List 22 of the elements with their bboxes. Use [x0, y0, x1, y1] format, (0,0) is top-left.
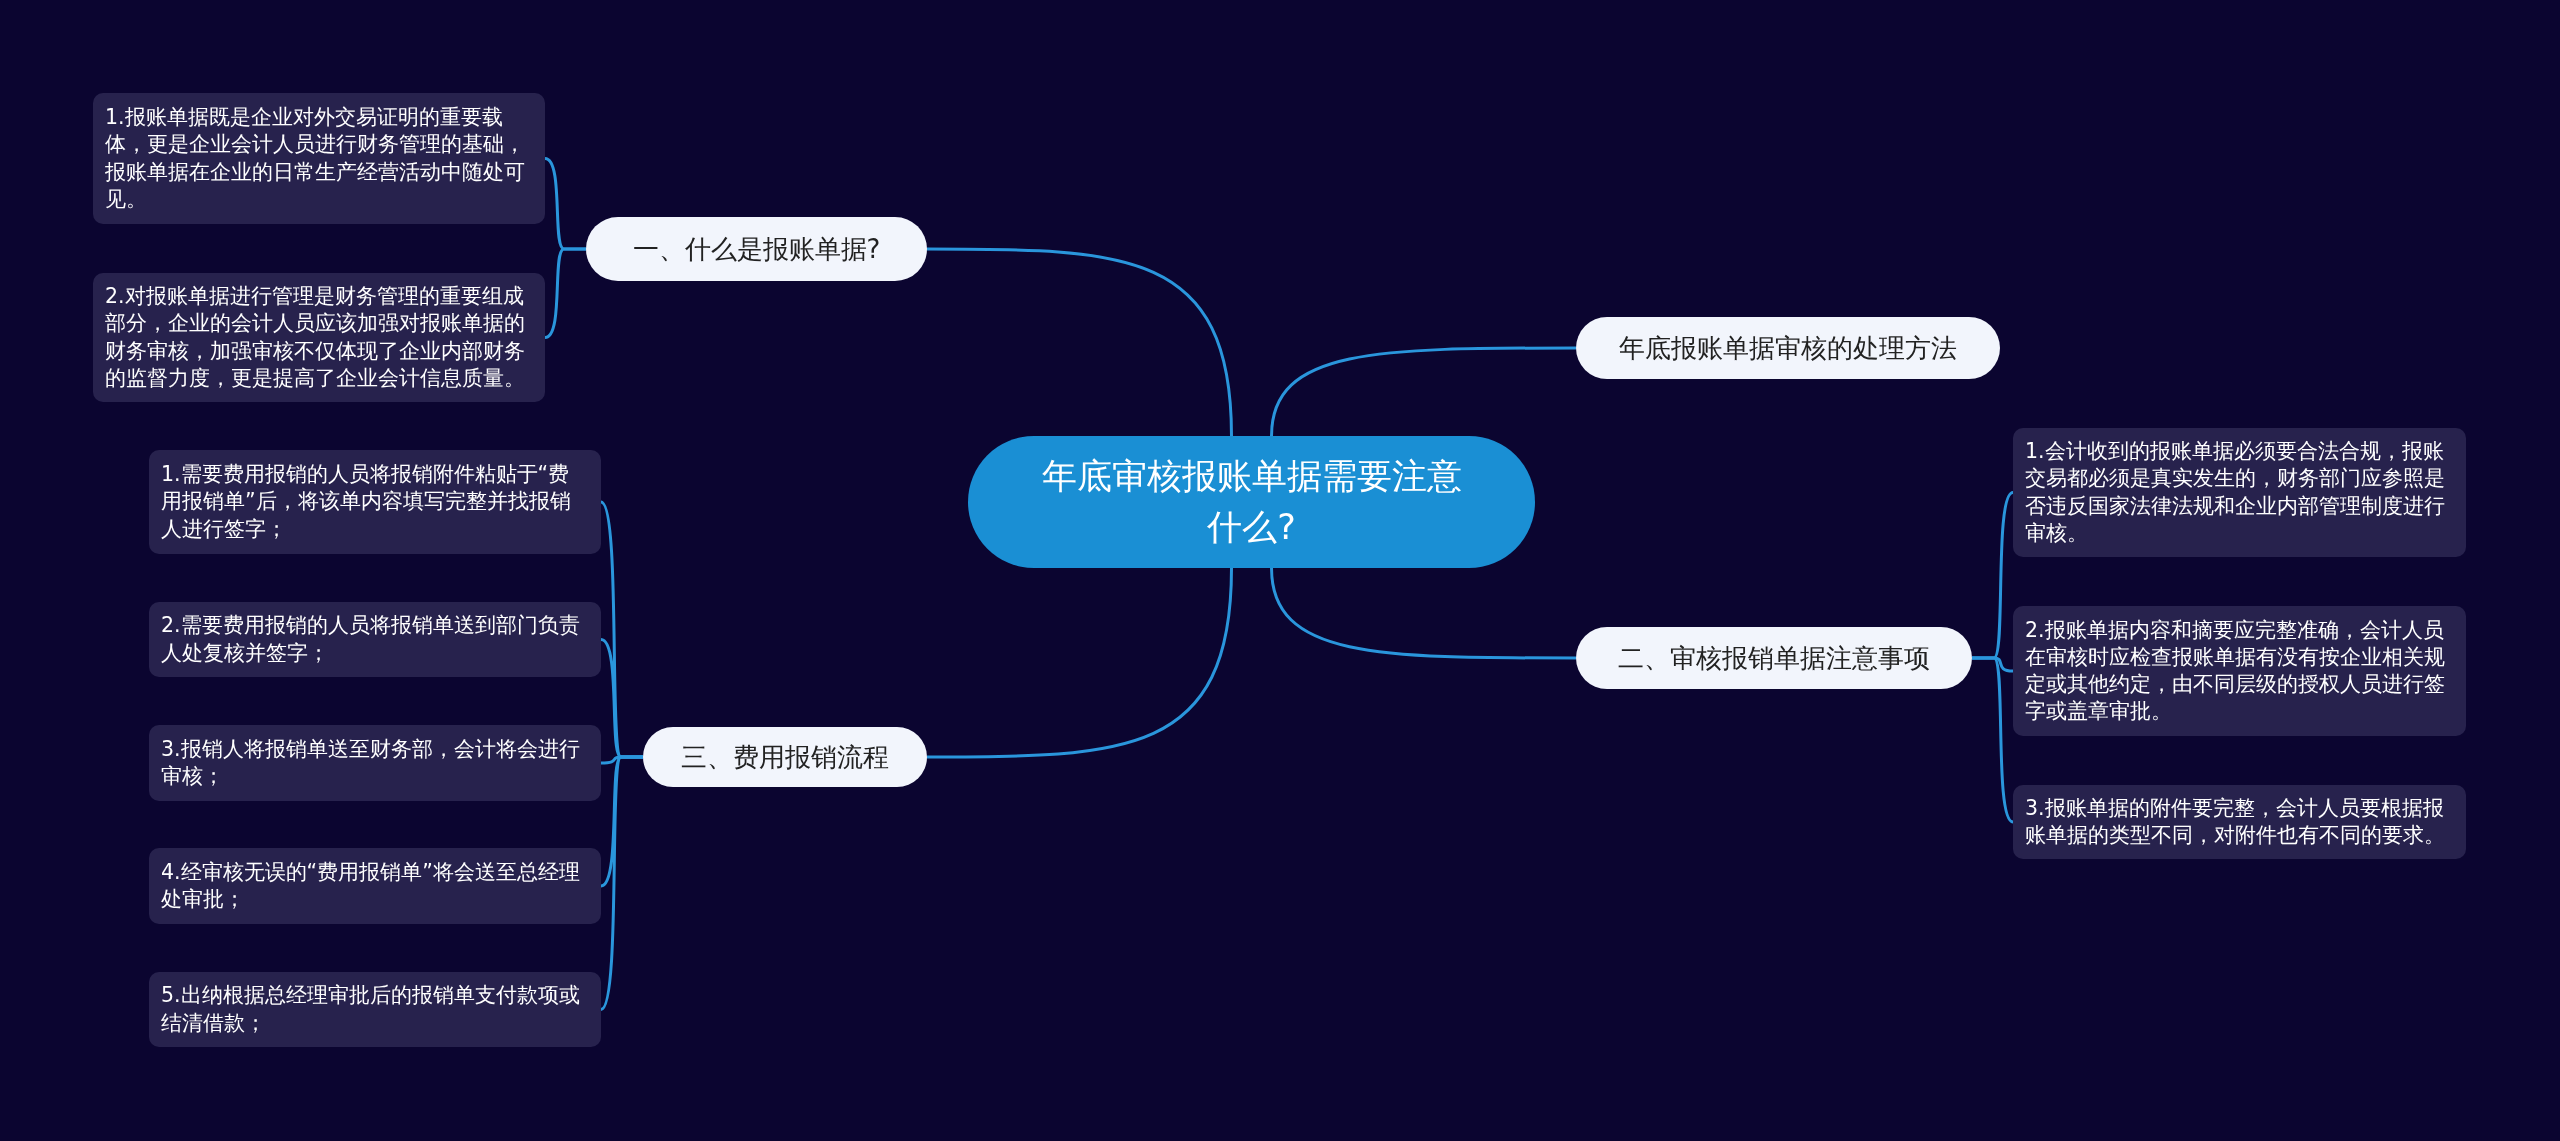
topic-box: 一、什么是报账单据?: [586, 217, 927, 281]
connector-line: [927, 247, 1233, 437]
topic-box: 三、费用报销流程: [643, 727, 927, 787]
note-box: 2.对报账单据进行管理是财务管理的重要组成部分，企业的会计人员应该加强对报账单据的财务审核，加强审核不仅体现了企业内部财务的监督力度，更是提高了企业会计信息质量。: [93, 273, 545, 402]
note-box: 5.出纳根据总经理审批后的报销单支付款项或结清借款；: [149, 972, 601, 1047]
connector-line: [1270, 567, 1576, 660]
connector-line: [599, 755, 643, 1011]
connector-line: [1972, 656, 2014, 824]
topic-box: 年底报账单据审核的处理方法: [1576, 317, 2000, 379]
note-box: 3.报销人将报销单送至财务部，会计将会进行审核；: [149, 725, 601, 801]
note-box: 2.报账单据内容和摘要应完整准确，会计人员在审核时应检查报账单据有没有按企业相关规定或其他约定，由不同层级的授权人员进行签字或盖章审批。: [2013, 606, 2466, 736]
note-box: 4.经审核无误的“费用报销单”将会送至总经理处审批；: [149, 848, 601, 924]
note-box: 2.需要费用报销的人员将报销单送到部门负责人处复核并签字；: [149, 602, 601, 677]
connector-line: [1270, 346, 1576, 437]
note-box: 1.会计收到的报账单据必须要合法合规，报账交易都必须是真实发生的，财务部门应参照是否违反国家法律法规和企业内部管理制度进行审核。: [2013, 428, 2466, 557]
note-box: 1.需要费用报销的人员将报销附件粘贴于“费用报销单”后，将该单内容填写完整并找报销人进行签字；: [149, 450, 601, 554]
connector-line: [927, 567, 1233, 759]
note-box: 1.报账单据既是企业对外交易证明的重要载体，更是企业会计人员进行财务管理的基础，报账单据在企业的日常生产经营活动中随处可见。: [93, 93, 545, 224]
note-box: 3.报账单据的附件要完整，会计人员要根据报账单据的类型不同，对附件也有不同的要求。: [2013, 785, 2466, 859]
connector-line: [544, 247, 586, 339]
topic-box: 二、审核报销单据注意事项: [1576, 627, 1972, 689]
central-topic: 年底审核报账单据需要注意什么?: [968, 436, 1535, 568]
